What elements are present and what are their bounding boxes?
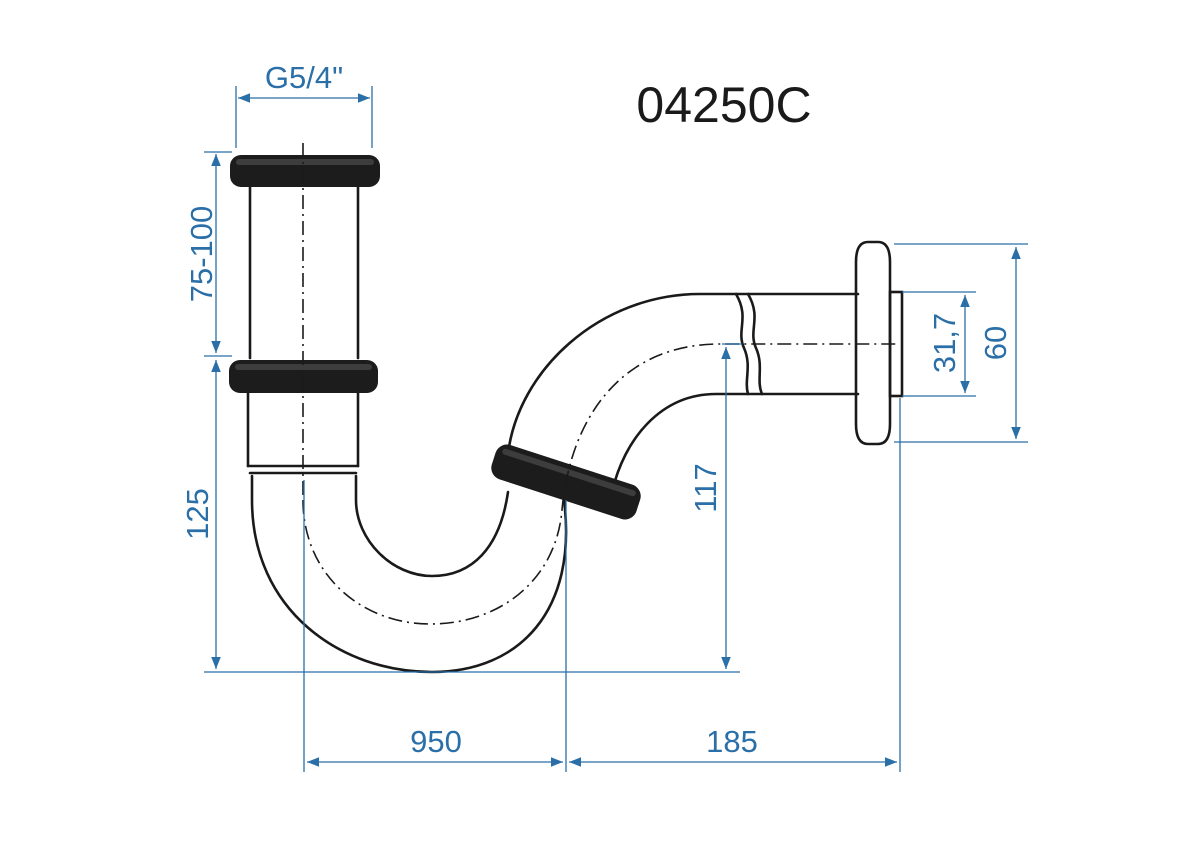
dim-trap-label: 125 — [180, 488, 215, 540]
upper-bend-outer — [506, 292, 860, 456]
siphon-pipe — [246, 184, 904, 674]
u-bend-outer — [250, 474, 568, 674]
upper-bend-inner — [610, 392, 860, 494]
dim-offset-label: 950 — [410, 724, 462, 759]
tailpiece-tube — [248, 184, 360, 360]
dim-outlet-diameter-label: 31,7 — [927, 313, 962, 373]
break-line — [746, 292, 764, 396]
center-lines — [302, 143, 900, 625]
u-bend-inner — [354, 474, 510, 578]
dim-flange-diameter-label: 60 — [978, 326, 1013, 360]
wall-flange — [854, 240, 892, 446]
dim-tailpiece-label: 75-100 — [184, 206, 219, 303]
dim-thread-label: G5/4" — [265, 60, 343, 95]
dimension-lines — [204, 86, 1028, 772]
model-number: 04250C — [636, 77, 811, 133]
dim-outlet-length-label: 185 — [706, 724, 758, 759]
gaskets — [229, 155, 641, 520]
dim-outlet-height-label: 117 — [688, 463, 723, 512]
break-line — [734, 292, 750, 396]
